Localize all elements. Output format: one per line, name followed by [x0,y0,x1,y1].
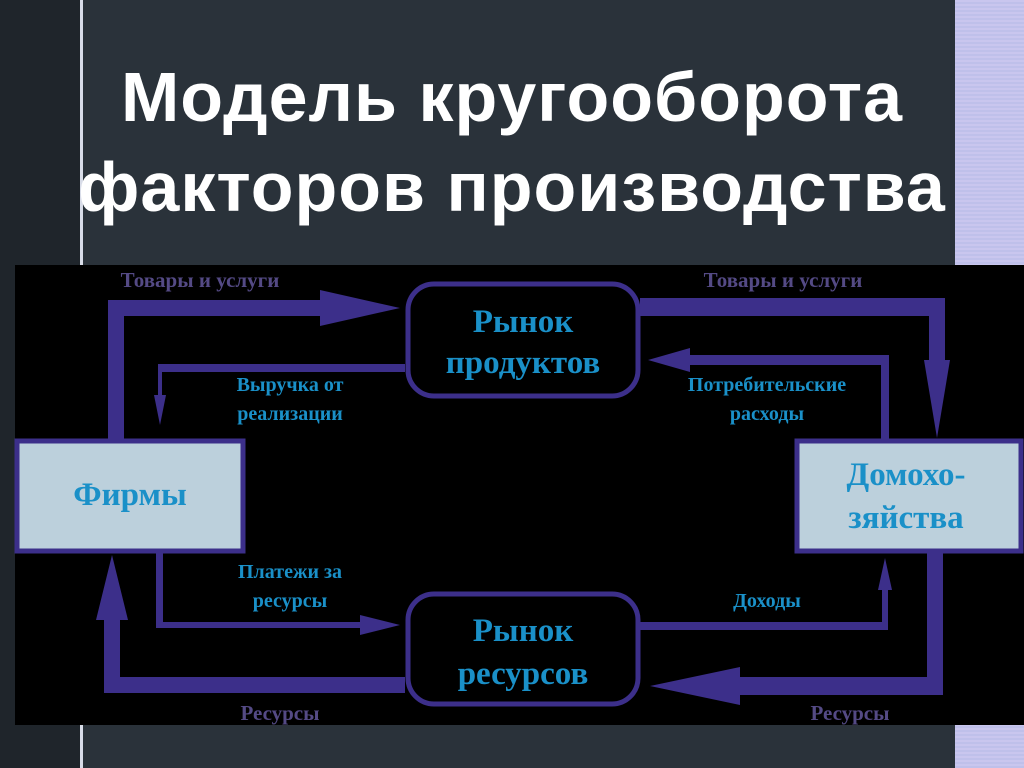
arrow-goods-to-product-market [108,290,400,442]
arrow-income-to-households [640,558,892,630]
households-box [794,438,1024,554]
goods-services-left-label: Товары и услуги [121,268,280,292]
revenue-label-2: реализации [237,403,343,425]
resource-payments-label-2: ресурсы [253,590,328,612]
resource-market-label-1: Рынок [473,613,573,649]
firms-box [14,438,246,554]
consumer-spending-label-2: расходы [730,403,805,425]
arrow-resources-to-resource-market [650,550,943,705]
households-label-2: зяйства [848,500,963,536]
title-line-2: факторов производства [78,148,946,226]
households-label-1: Домохо- [846,457,965,493]
slide-title: Модель кругооборота факторов производств… [0,52,1024,232]
resources-right-label: Ресурсы [810,701,889,725]
title-line-1: Модель кругооборота [121,58,903,136]
arrow-spending-to-product-market [648,348,889,442]
goods-services-right-label: Товары и услуги [704,268,863,292]
resource-market-box [405,591,641,707]
product-market-label-1: Рынок [473,304,573,340]
arrow-resources-to-firms [96,555,405,693]
product-market-label-2: продуктов [446,345,600,381]
firms-label: Фирмы [73,477,186,513]
product-market-box [405,281,641,399]
revenue-label-1: Выручка от [237,374,344,396]
arrow-revenue-to-firms [154,364,405,425]
income-label: Доходы [733,590,801,612]
arrow-goods-to-households [640,298,950,438]
resource-market-label-2: ресурсов [458,656,589,692]
arrow-payments-to-resource-market [156,550,400,635]
resource-payments-label-1: Платежи за [238,561,342,583]
resources-left-label: Ресурсы [240,701,319,725]
consumer-spending-label-1: Потребительские [688,374,846,396]
